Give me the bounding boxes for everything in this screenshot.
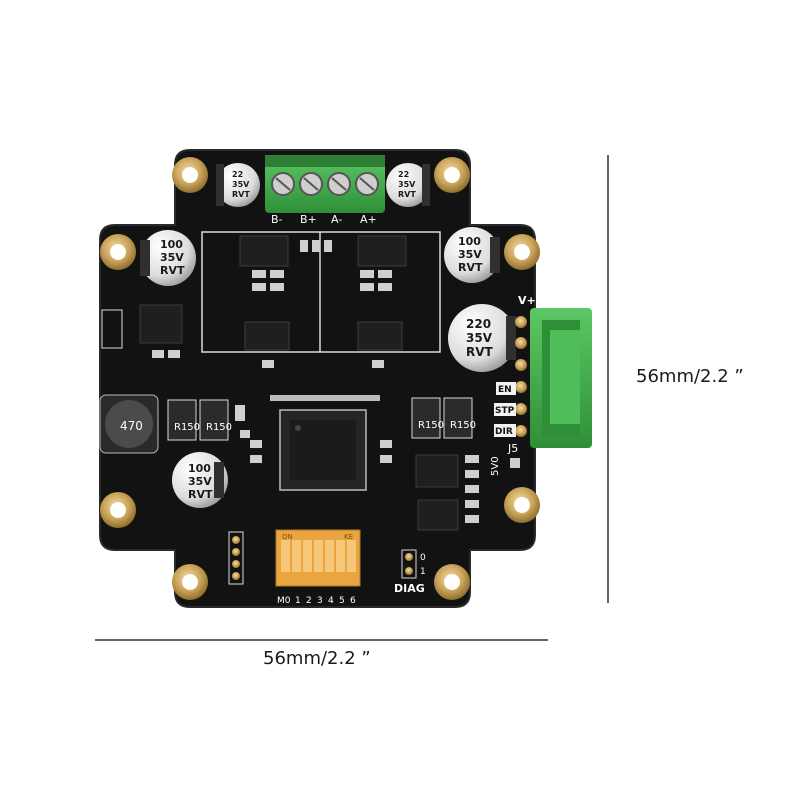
regulator-outline (101, 309, 123, 349)
svg-text:ON: ON (282, 533, 293, 541)
svg-text:RVT: RVT (160, 264, 185, 277)
svg-text:35V: 35V (398, 180, 416, 189)
svg-text:35V: 35V (188, 475, 212, 488)
svg-text:R150: R150 (450, 420, 476, 431)
svg-text:R150: R150 (418, 420, 444, 431)
terminal-label-b-plus: B+ (300, 213, 317, 226)
left-header-pins (228, 531, 244, 585)
controller-ic (279, 409, 367, 491)
svg-text:100: 100 (188, 462, 211, 475)
smd-components (152, 240, 479, 523)
svg-text:STP: STP (495, 406, 515, 416)
inductor: 470 (99, 394, 159, 454)
svg-text:RVT: RVT (458, 261, 483, 274)
svg-text:RVT: RVT (232, 190, 250, 199)
svg-text:R150: R150 (174, 422, 200, 433)
capacitor-small-left: 22 35V RVT (216, 163, 260, 207)
motor-terminal-block (265, 155, 385, 213)
capacitor-top-right: 100 35V RVT (444, 227, 500, 283)
mosfet-chips (239, 235, 407, 351)
svg-text:470: 470 (120, 419, 143, 433)
svg-text:6: 6 (350, 596, 356, 606)
svg-text:RVT: RVT (398, 190, 416, 199)
svg-text:35V: 35V (458, 248, 482, 261)
right-ic-2 (417, 499, 459, 531)
terminal-label-b-minus: B- (271, 213, 283, 226)
svg-text:5: 5 (339, 596, 345, 606)
svg-text:0: 0 (420, 553, 426, 563)
terminal-label-a-minus: A- (331, 213, 342, 226)
width-dimension-label: 56mm/2.2 ” (263, 648, 371, 669)
capacitor-small-right: 22 35V RVT (386, 163, 430, 207)
svg-text:35V: 35V (160, 251, 184, 264)
svg-text:35V: 35V (232, 180, 250, 189)
svg-text:V+: V+ (518, 294, 536, 307)
svg-text:J5: J5 (507, 442, 518, 455)
dip-position-labels: M0 1 2 3 4 5 6 (277, 596, 356, 606)
dip-switch: ON KE (275, 529, 361, 587)
svg-text:3: 3 (317, 596, 323, 606)
sense-resistors: R150 R150 R150 R150 (167, 397, 476, 441)
svg-text:4: 4 (328, 596, 334, 606)
terminal-label-a-plus: A+ (360, 213, 377, 226)
svg-text:220: 220 (466, 317, 491, 331)
regulator-chip (139, 304, 183, 344)
capacitor-top-left: 100 35V RVT (140, 230, 196, 286)
svg-text:R150: R150 (206, 422, 232, 433)
svg-text:35V: 35V (466, 331, 493, 345)
svg-text:DIAG: DIAG (394, 582, 425, 595)
motor-terminal-labels: B- B+ A- A+ (271, 213, 377, 226)
svg-text:M0: M0 (277, 596, 291, 606)
height-dimension-label: 56mm/2.2 ” (636, 366, 744, 387)
svg-text:100: 100 (458, 235, 481, 248)
mounting-holes (100, 157, 540, 600)
svg-text:1: 1 (420, 567, 426, 577)
svg-text:RVT: RVT (466, 345, 494, 359)
capacitor-bottom-left: 100 35V RVT (172, 452, 228, 508)
capacitor-large-right: 220 35V RVT (448, 304, 516, 372)
svg-text:5V0: 5V0 (490, 456, 501, 476)
svg-text:22: 22 (398, 170, 409, 179)
svg-text:1: 1 (295, 596, 301, 606)
svg-text:KE: KE (344, 533, 353, 541)
svg-text:2: 2 (306, 596, 312, 606)
control-connector (530, 308, 592, 448)
svg-text:100: 100 (160, 238, 183, 251)
svg-text:22: 22 (232, 170, 243, 179)
diag-header: 0 1 DIAG (394, 549, 426, 595)
svg-text:COM: COM (541, 461, 551, 482)
svg-text:EN: EN (498, 385, 512, 395)
connector-pins (515, 316, 527, 437)
right-ic-1 (415, 454, 459, 488)
svg-text:RVT: RVT (188, 488, 213, 501)
svg-text:DIR: DIR (495, 427, 513, 437)
connector-labels: V+ EN STP DIR J5 5V0 COM (490, 294, 551, 482)
